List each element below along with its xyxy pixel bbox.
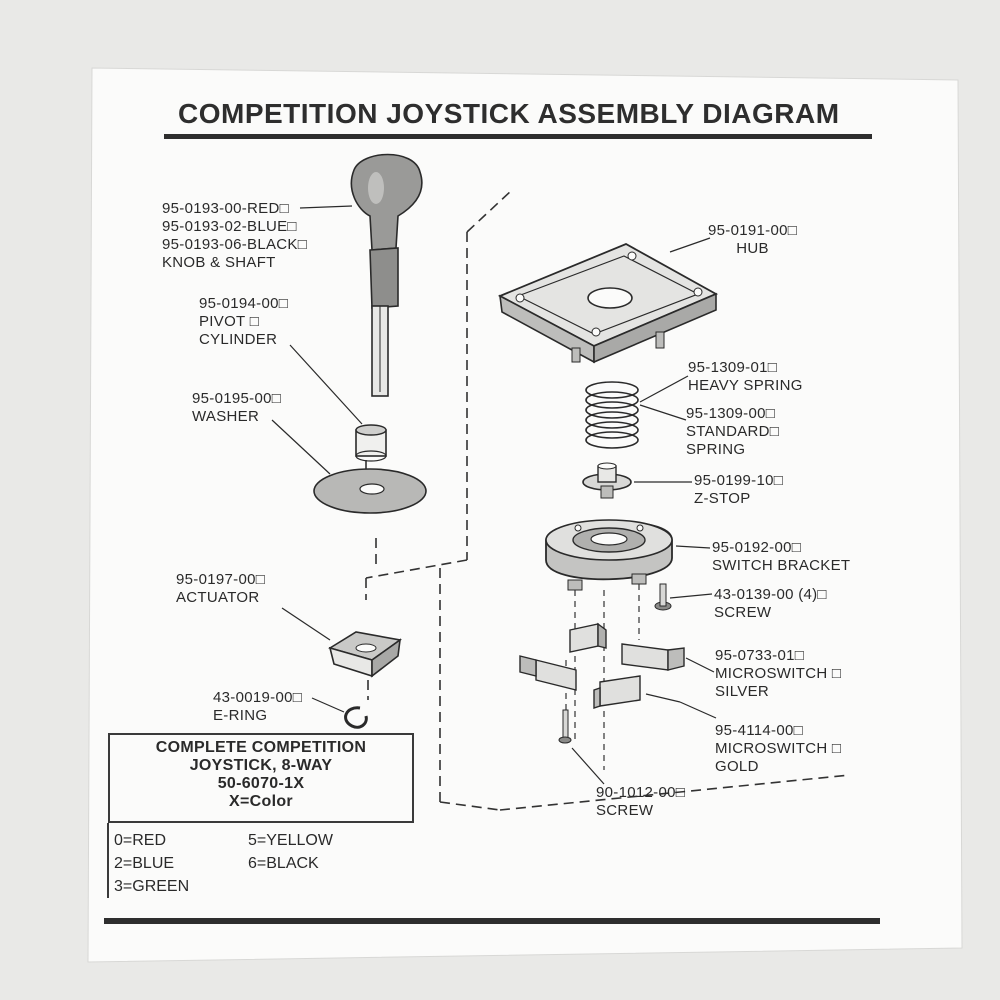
part-name: PIVOT □ xyxy=(199,313,260,330)
hub-part xyxy=(497,243,719,364)
legend-color-key: X=Color xyxy=(229,793,293,810)
color-code: 5=YELLOW xyxy=(248,832,333,849)
color-code: 2=BLUE xyxy=(114,855,175,872)
part-number-black: 95-0193-06-BLACK□ xyxy=(162,236,308,253)
part-number: 95-0197-00□ xyxy=(176,571,266,588)
e-ring-part xyxy=(344,706,368,729)
spring-part xyxy=(585,381,639,449)
complete-joystick-box: COMPLETE COMPETITION JOYSTICK, 8-WAY 50-… xyxy=(108,733,414,823)
washer-part xyxy=(313,468,427,514)
small-screw-part xyxy=(558,709,572,744)
e-ring-label: 43-0019-00□ E-RING xyxy=(213,689,302,725)
page-title: COMPETITION JOYSTICK ASSEMBLY DIAGRAM xyxy=(178,98,840,129)
part-name: SILVER xyxy=(715,683,770,700)
part-name: MICROSWITCH □ xyxy=(715,665,842,682)
part-name: HUB xyxy=(736,240,769,257)
part-number: 95-0199-10□ xyxy=(694,472,784,489)
part-number: 95-1309-00□ xyxy=(686,405,776,422)
title-rule xyxy=(164,134,872,139)
part-name: KNOB & SHAFT xyxy=(162,254,276,271)
z-stop-label: 95-0199-10□ Z-STOP xyxy=(694,472,783,508)
leader-lines xyxy=(271,205,717,785)
part-number: 43-0139-00 (4)□ xyxy=(714,586,827,603)
part-name: MICROSWITCH □ xyxy=(715,740,842,757)
heavy-spring-label: 95-1309-01□ HEAVY SPRING xyxy=(688,359,803,395)
color-codes-left: 0=RED 2=BLUE 3=GREEN xyxy=(114,829,189,898)
screw-4-label: 43-0139-00 (4)□ SCREW xyxy=(714,586,827,622)
microswitch-gold-label: 95-4114-00□ MICROSWITCH □ GOLD xyxy=(715,722,841,776)
bottom-rule xyxy=(104,918,880,924)
color-codes-right: 5=YELLOW 6=BLACK xyxy=(248,829,333,875)
part-name: SWITCH BRACKET xyxy=(712,557,851,574)
part-name: ACTUATOR xyxy=(176,589,260,606)
part-number: 95-4114-00□ xyxy=(715,722,803,739)
bracket-screw-part xyxy=(654,583,672,611)
part-name: WASHER xyxy=(192,408,260,425)
actuator-label: 95-0197-00□ ACTUATOR xyxy=(176,571,265,607)
screw-small-label: 90-1012-00□ SCREW xyxy=(596,784,685,820)
part-number: 95-0195-00□ xyxy=(192,390,282,407)
part-name: CYLINDER xyxy=(199,331,278,348)
part-name: SCREW xyxy=(596,802,654,819)
actuator-part xyxy=(328,631,403,678)
part-number: 90-1012-00□ xyxy=(596,784,686,801)
part-number: 95-0192-00□ xyxy=(712,539,802,556)
color-code: 6=BLACK xyxy=(248,855,319,872)
legend-heading-line: JOYSTICK, 8-WAY xyxy=(189,757,333,774)
color-code: 0=RED xyxy=(114,832,167,849)
part-name: STANDARD□ xyxy=(686,423,780,440)
part-name: HEAVY SPRING xyxy=(688,377,803,394)
paper-sheet xyxy=(87,67,963,963)
pivot-cylinder-part xyxy=(355,424,387,462)
part-number: 95-0194-00□ xyxy=(199,295,289,312)
microswitch-parts xyxy=(519,622,685,709)
microswitch-silver-label: 95-0733-01□ MICROSWITCH □ SILVER xyxy=(715,647,841,701)
part-number-red: 95-0193-00-RED□ xyxy=(162,200,289,217)
part-number-blue: 95-0193-02-BLUE□ xyxy=(162,218,297,235)
switch-bracket-part xyxy=(545,519,673,591)
switch-bracket-label: 95-0192-00□ SWITCH BRACKET xyxy=(712,539,850,575)
color-code: 3=GREEN xyxy=(114,878,190,895)
part-name: E-RING xyxy=(213,707,268,724)
standard-spring-label: 95-1309-00□ STANDARD□ SPRING xyxy=(686,405,779,459)
part-number: 95-1309-01□ xyxy=(688,359,778,376)
part-number: 95-0191-00□ xyxy=(708,222,798,239)
pivot-cylinder-label: 95-0194-00□ PIVOT □ CYLINDER xyxy=(199,295,288,349)
part-number: 95-0733-01□ xyxy=(715,647,805,664)
part-name: Z-STOP xyxy=(694,490,751,507)
part-name: GOLD xyxy=(715,758,759,775)
part-name: SCREW xyxy=(714,604,772,621)
knob-and-shaft xyxy=(350,153,423,397)
knob-shaft-label: 95-0193-00-RED□ 95-0193-02-BLUE□ 95-0193… xyxy=(162,200,307,272)
hub-label: 95-0191-00□ HUB xyxy=(708,222,797,258)
part-number: 43-0019-00□ xyxy=(213,689,303,706)
washer-label: 95-0195-00□ WASHER xyxy=(192,390,281,426)
legend-heading-line: COMPLETE COMPETITION xyxy=(155,739,367,756)
assembly-outline xyxy=(365,189,851,811)
z-stop-part xyxy=(582,462,632,499)
part-name: SPRING xyxy=(686,441,746,458)
legend-part-number: 50-6070-1X xyxy=(217,775,305,792)
